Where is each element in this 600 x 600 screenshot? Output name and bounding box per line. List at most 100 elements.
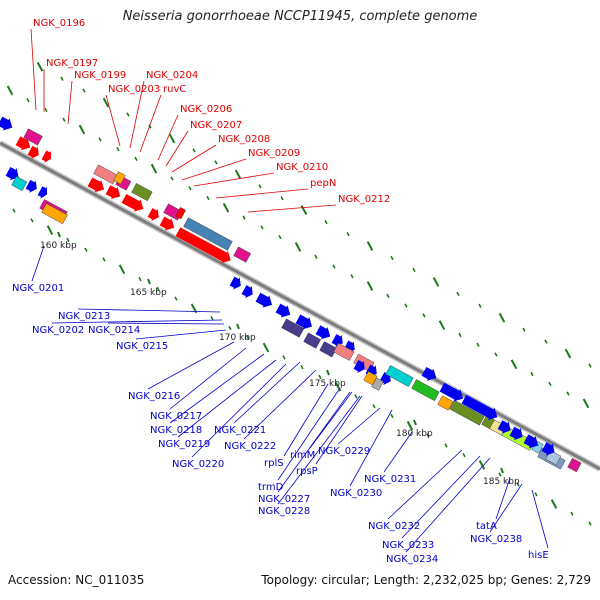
leader-line <box>107 322 225 325</box>
tick-label-185-kbp: 185 kbp <box>483 477 520 487</box>
leader-line <box>135 329 227 340</box>
gene-feature <box>385 365 414 387</box>
label-leaders <box>30 28 549 553</box>
leader-line <box>247 204 337 213</box>
feature-track <box>0 116 582 473</box>
map-title: Neisseria gonorrhoeae NCCP11945, complet… <box>122 9 478 24</box>
gene-feature <box>41 150 52 163</box>
gene-label-ngk-0238: NGK_0238 <box>470 534 522 545</box>
gene-feature <box>461 394 498 421</box>
gene-feature <box>0 116 13 131</box>
leader-line <box>383 431 413 473</box>
leader-line <box>51 319 223 324</box>
gene-feature <box>131 183 153 202</box>
gene-label-ngk-0227: NGK_0227 <box>258 494 310 505</box>
gene-feature <box>15 136 31 151</box>
leader-line <box>193 172 275 187</box>
gene-label-hise: hisE <box>528 550 549 561</box>
leader-line <box>67 80 73 125</box>
tick-label-170-kbp: 170 kbp <box>219 333 256 343</box>
gene-feature <box>11 175 28 192</box>
gene-label-ngk-0212: NGK_0212 <box>338 194 390 205</box>
gene-label-ngk-0221: NGK_0221 <box>214 425 266 436</box>
leader-line <box>349 409 393 487</box>
gene-label-ngk-0220: NGK_0220 <box>172 459 224 470</box>
gene-feature <box>175 207 186 220</box>
gene-feature <box>439 382 464 402</box>
leader-line <box>495 477 511 520</box>
gene-feature <box>497 420 511 434</box>
gene-label-ngk-0233: NGK_0233 <box>382 540 434 551</box>
genome-backbone <box>0 140 600 472</box>
accession-text: Accession: NC_011035 <box>8 573 145 587</box>
gene-feature <box>333 342 355 361</box>
leader-line <box>191 363 287 458</box>
gene-feature <box>175 227 231 264</box>
gene-label-ngk-0234: NGK_0234 <box>386 554 438 565</box>
leader-line <box>169 353 265 424</box>
gene-label-ngk-0203: NGK_0203 <box>108 84 160 95</box>
leader-line <box>157 114 179 161</box>
gene-feature <box>411 379 440 402</box>
gene-label-ngk-0201: NGK_0201 <box>12 283 64 294</box>
gene-label-ngk-0209: NGK_0209 <box>248 148 300 159</box>
leader-line <box>129 80 145 149</box>
gene-feature <box>241 285 253 299</box>
gene-feature <box>319 341 337 358</box>
gene-feature <box>27 145 39 159</box>
gene-label-ngk-0207: NGK_0207 <box>190 120 242 131</box>
leader-line <box>171 144 217 173</box>
gene-feature <box>421 366 437 381</box>
gene-feature <box>41 203 68 225</box>
gene-label-rpsp: rpsP <box>296 466 318 477</box>
gene-feature <box>295 314 313 330</box>
gene-label-ngk-0208: NGK_0208 <box>218 134 270 145</box>
tick-label-165-kbp: 165 kbp <box>130 288 167 298</box>
gene-label-ngk-0197: NGK_0197 <box>46 58 98 69</box>
gene-feature <box>303 332 321 349</box>
leader-line <box>105 94 121 147</box>
tick-label-180-kbp: 180 kbp <box>396 429 433 439</box>
gene-label-ngk-0213: NGK_0213 <box>58 311 110 322</box>
gene-label-ngk-0231: NGK_0231 <box>364 474 416 485</box>
leader-line <box>233 361 301 424</box>
gene-feature <box>437 395 454 411</box>
gene-feature <box>353 360 365 373</box>
gene-feature <box>371 377 384 391</box>
leader-line <box>30 28 37 111</box>
leader-line <box>531 489 549 549</box>
leader-line <box>147 341 235 390</box>
gene-label-ngk-0228: NGK_0228 <box>258 506 310 517</box>
gene-feature <box>121 193 144 212</box>
leader-line <box>215 188 309 199</box>
gene-feature <box>113 171 126 185</box>
gene-label-rimm: rimM <box>290 450 315 461</box>
gene-feature <box>233 246 251 263</box>
gene-label-ngk-0217: NGK_0217 <box>150 411 202 422</box>
gene-label-ngk-0210: NGK_0210 <box>276 162 328 173</box>
gene-feature <box>449 399 485 426</box>
gene-feature <box>567 458 582 473</box>
leader-line <box>177 359 277 438</box>
gene-label-ngk-0199: NGK_0199 <box>74 70 126 81</box>
gene-feature <box>5 166 19 181</box>
gene-label-ngk-0219: NGK_0219 <box>158 439 210 450</box>
gene-labels: NGK_0196NGK_0197NGK_0199NGK_0203NGK_0204… <box>12 18 549 565</box>
gene-label-ngk-0218: NGK_0218 <box>150 425 202 436</box>
gene-feature <box>541 442 555 456</box>
gene-label-ngk-0206: NGK_0206 <box>180 104 232 115</box>
leader-line <box>309 391 353 449</box>
leader-line <box>277 387 341 481</box>
gene-feature <box>23 128 43 146</box>
gene-label-ngk-0202: NGK_0202 <box>32 325 84 336</box>
gene-feature <box>147 208 159 222</box>
leader-line <box>77 308 221 313</box>
gene-feature <box>523 434 539 449</box>
tick-label-175-kbp: 175 kbp <box>309 379 346 389</box>
leader-line <box>31 245 45 282</box>
gene-label-ngk-0232: NGK_0232 <box>368 521 420 532</box>
leader-line <box>181 158 247 181</box>
